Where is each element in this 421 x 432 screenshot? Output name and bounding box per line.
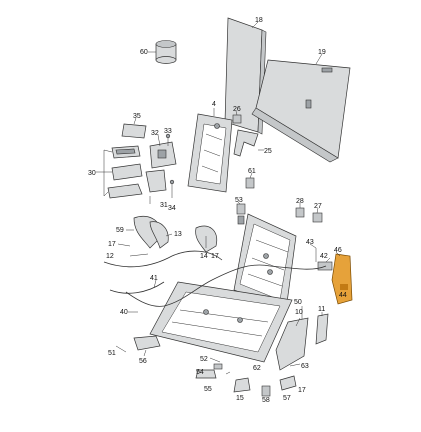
part-51-screw <box>115 345 127 353</box>
callout-58: 58 <box>262 397 270 404</box>
part-13-trim <box>149 221 169 249</box>
part-44-highlighted-latch <box>331 253 353 305</box>
callout-26: 26 <box>233 106 241 113</box>
callout-33: 33 <box>164 128 172 135</box>
callout-4: 4 <box>212 101 216 108</box>
callout-55: 55 <box>204 386 212 393</box>
callout-17-left: 17 <box>108 241 116 248</box>
part-seat-cushion-frame <box>149 281 293 363</box>
part-57-cap <box>279 375 297 391</box>
part-10-trim <box>275 317 309 371</box>
part-28-clip <box>295 207 305 218</box>
callout-43: 43 <box>306 239 314 246</box>
callout-42: 42 <box>320 253 328 260</box>
callout-35: 35 <box>133 113 141 120</box>
callout-41: 41 <box>150 275 158 282</box>
callout-50: 50 <box>294 299 302 306</box>
callout-labels: 18 19 60 4 26 35 32 33 25 30 31 34 61 53… <box>88 17 347 404</box>
callout-28: 28 <box>296 198 304 205</box>
callout-63: 63 <box>301 363 309 370</box>
callout-52: 52 <box>200 356 208 363</box>
callout-14: 14 <box>200 253 208 260</box>
part-53-clip <box>236 203 246 225</box>
callout-13: 13 <box>174 231 182 238</box>
callout-54: 54 <box>196 369 204 376</box>
part-30-group <box>103 145 143 199</box>
part-61-clip <box>245 177 255 189</box>
part-56-cover <box>133 335 161 351</box>
callout-56: 56 <box>139 358 147 365</box>
part-54-clip <box>213 363 223 370</box>
callout-15: 15 <box>236 395 244 402</box>
callout-51: 51 <box>108 350 116 357</box>
part-seat-back-frame <box>233 213 297 311</box>
callout-30: 30 <box>88 170 96 177</box>
part-52-screw <box>209 357 221 363</box>
callout-19: 19 <box>318 49 326 56</box>
part-34-screw <box>169 179 175 198</box>
part-26-clip <box>232 114 242 124</box>
callout-53: 53 <box>235 197 243 204</box>
part-35-cover <box>121 123 147 139</box>
callout-59: 59 <box>116 227 124 234</box>
callout-11: 11 <box>318 306 325 313</box>
callout-40: 40 <box>120 309 128 316</box>
part-25-bracket <box>233 129 259 157</box>
callout-57: 57 <box>283 395 291 402</box>
callout-27: 27 <box>314 203 322 210</box>
callout-18: 18 <box>255 17 263 24</box>
part-55-clip <box>195 369 217 379</box>
part-19-back-panel <box>251 59 351 163</box>
leader-lines <box>96 21 341 375</box>
part-41-cable <box>103 250 223 294</box>
callout-12: 12 <box>106 253 114 260</box>
part-40-cable <box>125 264 327 307</box>
callout-17-mid: 17 <box>211 253 219 260</box>
callout-10: 10 <box>295 309 303 316</box>
callout-34: 34 <box>168 205 176 212</box>
part-32-housing <box>149 141 177 169</box>
part-58-cap <box>261 385 271 397</box>
part-31-lever <box>145 169 167 204</box>
callout-62: 62 <box>253 365 261 372</box>
callout-44: 44 <box>339 292 347 299</box>
callout-17-bottom: 17 <box>298 387 306 394</box>
callout-25: 25 <box>264 148 272 155</box>
callout-32: 32 <box>151 130 159 137</box>
callout-31: 31 <box>160 202 168 209</box>
callout-61: 61 <box>248 168 256 175</box>
part-27-clip <box>312 212 323 223</box>
callout-60: 60 <box>140 49 148 56</box>
part-12-screw <box>129 253 149 257</box>
part-4-backrest-frame <box>187 113 233 193</box>
part-60-cylinder <box>155 40 177 64</box>
part-63-clip <box>289 363 301 367</box>
callout-46: 46 <box>334 247 342 254</box>
part-33-screw <box>165 133 171 146</box>
part-62-cover <box>233 377 251 393</box>
part-11-trim <box>315 313 329 345</box>
